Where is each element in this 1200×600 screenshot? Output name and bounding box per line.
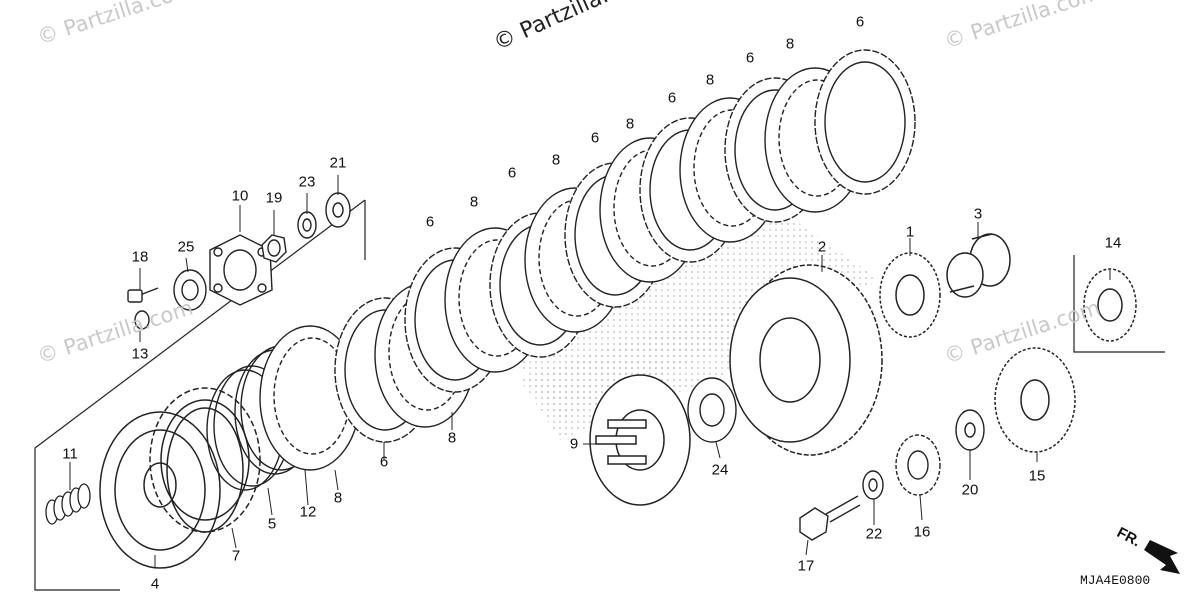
bolt-18 (127, 287, 159, 303)
callout-1: 1 (905, 223, 915, 241)
leader-lines (69, 175, 1111, 568)
bolt-17 (799, 495, 861, 541)
callout-8: 8 (469, 193, 479, 211)
callout-19: 19 (265, 189, 283, 207)
gear-15 (994, 347, 1076, 453)
callout-25: 25 (177, 238, 195, 256)
front-arrow-icon (1144, 540, 1180, 574)
callout-20: 20 (961, 481, 979, 499)
thrust-washer-24 (687, 377, 737, 443)
callout-9: 9 (569, 435, 579, 453)
callout-8: 8 (705, 71, 715, 89)
callout-24: 24 (711, 461, 729, 479)
primary-gear-1 (879, 252, 941, 338)
callout-8: 8 (333, 489, 343, 507)
shading-band-2 (520, 300, 760, 440)
callout-17: 17 (797, 557, 815, 575)
pressure-plate-hub-9 (589, 374, 691, 506)
lock-washer-16 (895, 434, 941, 496)
bearing-25 (173, 269, 207, 311)
bracket-frame-14 (1073, 255, 1165, 353)
callout-11: 11 (62, 445, 78, 463)
gear-14 (1083, 268, 1137, 342)
callout-6: 6 (379, 453, 389, 471)
pressure-plate-part (99, 407, 244, 569)
callout-15: 15 (1028, 467, 1046, 485)
callout-22: 22 (865, 525, 883, 543)
callout-23: 23 (298, 173, 316, 191)
callout-8: 8 (785, 35, 795, 53)
callout-5: 5 (267, 515, 277, 533)
callout-6: 6 (507, 164, 517, 182)
callout-16: 16 (913, 523, 931, 541)
callout-6: 6 (855, 13, 865, 31)
callout-7: 7 (231, 547, 241, 565)
callout-6: 6 (667, 89, 677, 107)
callout-8: 8 (447, 429, 457, 447)
callout-14: 14 (1104, 234, 1122, 252)
bracket-frame-left (34, 448, 120, 591)
callout-6: 6 (590, 129, 600, 147)
clutch-plate-stack (259, 49, 916, 471)
bracket-line-left (34, 199, 366, 449)
nut-19 (261, 234, 287, 263)
clutch-outer-2 (729, 264, 883, 456)
pin-13 (134, 310, 150, 330)
callout-6: 6 (425, 213, 435, 231)
callout-8: 8 (551, 151, 561, 169)
lifter-plate-10 (209, 234, 273, 306)
callout-12: 12 (299, 503, 317, 521)
callout-18: 18 (131, 248, 149, 266)
callout-4: 4 (150, 575, 160, 593)
washer-21 (325, 192, 351, 228)
callout-6: 6 (745, 49, 755, 67)
callout-21: 21 (329, 154, 347, 172)
collar-3 (946, 233, 1011, 298)
callout-8: 8 (625, 115, 635, 133)
callout-2: 2 (817, 238, 827, 256)
washer-20 (955, 409, 985, 451)
washer-22 (862, 470, 884, 500)
callout-10: 10 (231, 187, 249, 205)
washer-23 (297, 211, 317, 239)
callout-13: 13 (131, 345, 149, 363)
callout-3: 3 (973, 205, 983, 223)
diagram-code: MJA4E0800 (1080, 573, 1151, 588)
spring-part (45, 483, 91, 525)
